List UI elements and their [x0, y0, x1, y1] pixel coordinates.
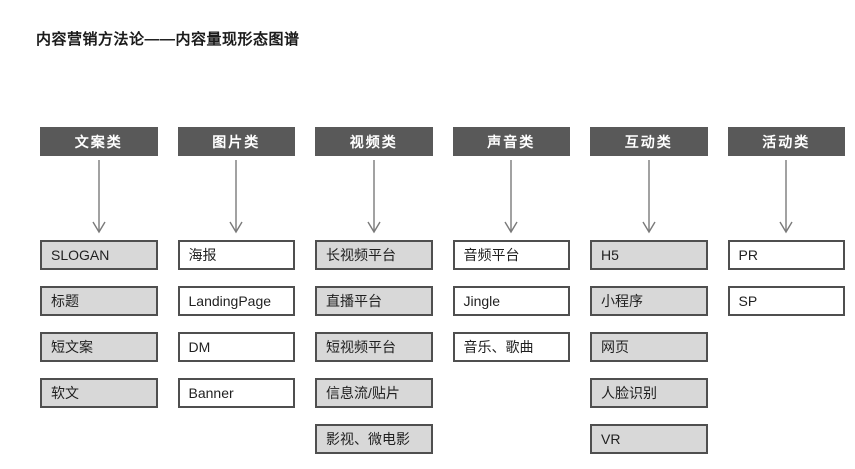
- arrow-wrap: [453, 156, 571, 240]
- item-box: PR: [727, 240, 845, 270]
- item-label: 短视频平台: [326, 339, 396, 355]
- item-box: SP: [727, 286, 845, 316]
- item-box: 人脸识别: [590, 378, 708, 408]
- category-header: 文案类: [40, 127, 158, 156]
- item-label: H5: [601, 247, 619, 263]
- item-box: 短文案: [40, 332, 158, 362]
- item-label: SP: [738, 293, 758, 309]
- arrow-wrap: [728, 156, 846, 240]
- category-header: 互动类: [590, 127, 708, 156]
- category-header: 图片类: [177, 127, 295, 156]
- item-box: VR: [590, 424, 708, 454]
- item-box: 标题: [40, 286, 158, 316]
- category-column-2: 视频类 长视频平台 直播平台 短视频平台 信息流/贴片 影视、微电影: [315, 127, 433, 454]
- item-box: 软文: [40, 378, 158, 408]
- item-box: 网页: [590, 332, 708, 362]
- category-column-4: 互动类 H5 小程序 网页 人脸识别 VR: [590, 127, 708, 454]
- item-label: 直播平台: [326, 293, 382, 309]
- down-arrow-icon: [92, 160, 106, 234]
- item-box: 小程序: [590, 286, 708, 316]
- item-label: Jingle: [463, 293, 501, 309]
- item-label: 软文: [51, 385, 79, 401]
- category-column-3: 声音类 音频平台 Jingle 音乐、歌曲: [452, 127, 571, 454]
- item-box: SLOGAN: [40, 240, 158, 270]
- item-box: 音频平台: [452, 240, 570, 270]
- item-label: 短文案: [51, 339, 93, 355]
- item-label: 信息流/贴片: [326, 385, 400, 401]
- item-box: 短视频平台: [315, 332, 433, 362]
- columns-row: 文案类 SLOGAN 标题 短文案 软文 图片类 海报 Landi: [40, 127, 845, 454]
- item-label: VR: [601, 431, 621, 447]
- down-arrow-icon: [229, 160, 243, 234]
- item-label: 网页: [601, 339, 629, 355]
- arrow-wrap: [315, 156, 433, 240]
- item-label: 标题: [51, 293, 79, 309]
- item-label: PR: [738, 247, 758, 263]
- category-column-5: 活动类 PR SP: [727, 127, 846, 454]
- items-list: 海报 LandingPage DM Banner: [177, 240, 295, 408]
- category-header: 活动类: [727, 127, 845, 156]
- down-arrow-icon: [779, 160, 793, 234]
- item-label: LandingPage: [188, 293, 272, 309]
- item-label: DM: [188, 339, 211, 355]
- items-list: PR SP: [727, 240, 845, 316]
- item-label: 音频平台: [463, 247, 520, 263]
- down-arrow-icon: [642, 160, 656, 234]
- category-header: 视频类: [315, 127, 433, 156]
- item-label: 人脸识别: [601, 385, 657, 401]
- item-box: LandingPage: [177, 286, 295, 316]
- item-label: SLOGAN: [51, 247, 110, 263]
- category-column-1: 图片类 海报 LandingPage DM Banner: [177, 127, 296, 454]
- item-label: 长视频平台: [326, 247, 396, 263]
- items-list: 音频平台 Jingle 音乐、歌曲: [452, 240, 570, 362]
- category-header: 声音类: [452, 127, 570, 156]
- item-label: 影视、微电影: [326, 431, 410, 447]
- arrow-wrap: [178, 156, 296, 240]
- item-box: Banner: [177, 378, 295, 408]
- category-column-0: 文案类 SLOGAN 标题 短文案 软文: [40, 127, 158, 454]
- item-box: DM: [177, 332, 295, 362]
- item-label: 音乐、歌曲: [463, 339, 534, 355]
- items-list: H5 小程序 网页 人脸识别 VR: [590, 240, 708, 454]
- item-box: H5: [590, 240, 708, 270]
- item-box: 海报: [177, 240, 295, 270]
- down-arrow-icon: [367, 160, 381, 234]
- item-box: Jingle: [452, 286, 570, 316]
- item-box: 信息流/贴片: [315, 378, 433, 408]
- item-label: Banner: [188, 385, 234, 401]
- item-box: 影视、微电影: [315, 424, 433, 454]
- arrow-wrap: [40, 156, 158, 240]
- item-box: 直播平台: [315, 286, 433, 316]
- item-label: 海报: [188, 247, 217, 263]
- item-box: 长视频平台: [315, 240, 433, 270]
- item-box: 音乐、歌曲: [452, 332, 570, 362]
- down-arrow-icon: [504, 160, 518, 234]
- item-label: 小程序: [601, 293, 643, 309]
- items-list: 长视频平台 直播平台 短视频平台 信息流/贴片 影视、微电影: [315, 240, 433, 454]
- page-title: 内容营销方法论——内容量现形态图谱: [36, 31, 300, 48]
- arrow-wrap: [590, 156, 708, 240]
- items-list: SLOGAN 标题 短文案 软文: [40, 240, 158, 408]
